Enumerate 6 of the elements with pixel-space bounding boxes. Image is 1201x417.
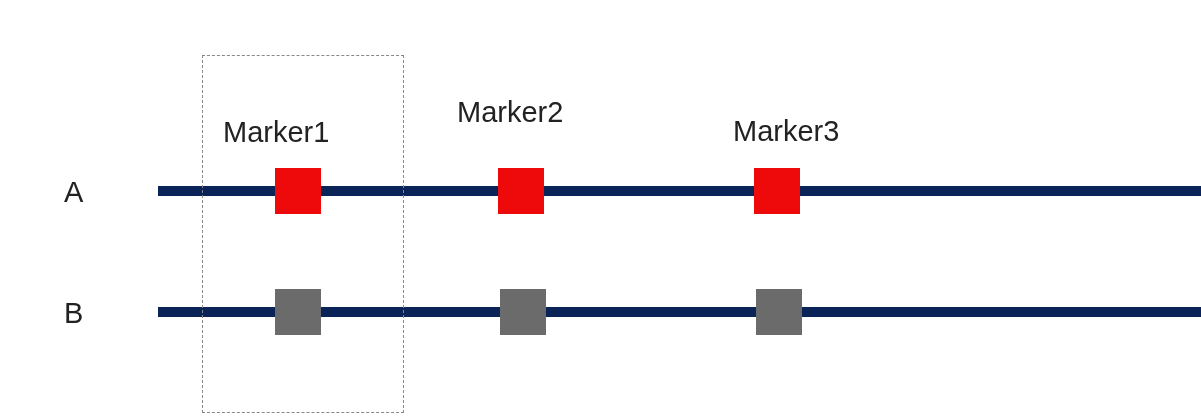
- row-label: B: [64, 299, 84, 328]
- dashed-frame: [202, 55, 404, 413]
- marker-label: Marker3: [733, 117, 840, 146]
- row-label: A: [64, 178, 84, 207]
- marker-label: Marker1: [223, 118, 330, 147]
- marker-label: Marker2: [457, 98, 564, 127]
